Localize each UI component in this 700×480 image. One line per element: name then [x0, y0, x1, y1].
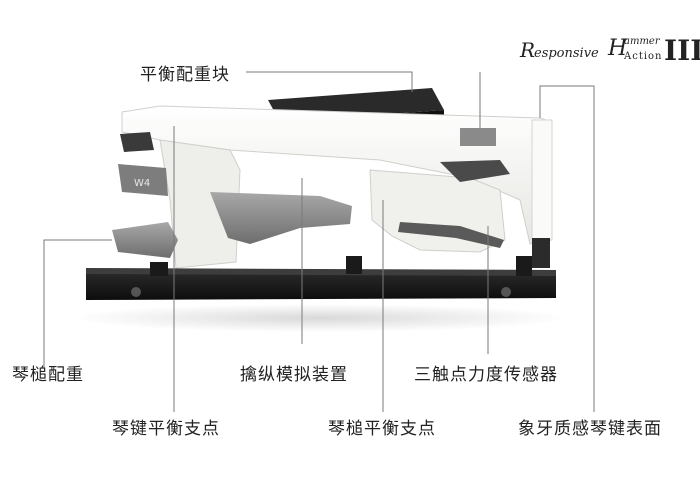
foot-right — [516, 256, 532, 276]
hammer-head-shape — [112, 222, 178, 258]
key-front-plate — [531, 119, 553, 241]
logo-action-text: Action — [624, 51, 663, 62]
leader-counterweight — [246, 71, 413, 92]
label-hammer-fulcrum: 琴槌平衡支点 — [328, 419, 436, 439]
hammer-dark-tip — [120, 132, 154, 152]
leader-ivory-surface — [539, 85, 595, 412]
foot-left — [150, 262, 168, 276]
leader-hammer-counterweight — [43, 239, 112, 368]
logo-hammer-text: ammer — [624, 36, 660, 47]
sensor-block — [460, 128, 496, 146]
logo-roman-numeral: III — [664, 34, 700, 67]
rail-screw-left — [131, 287, 141, 297]
floor-shadow — [70, 304, 570, 332]
label-triple-sensor: 三触点力度传感器 — [414, 365, 558, 385]
foot-mid — [346, 256, 362, 274]
label-escapement-simulator: 擒纵模拟装置 — [240, 365, 348, 385]
weight-block-shape — [118, 164, 168, 196]
label-counterweight-block: 平衡配重块 — [140, 65, 230, 85]
hammer-arm-shape — [210, 192, 352, 244]
sensor-arm — [398, 222, 504, 248]
responsive-hammer-action-logo: R esponsive H ammer Action III — [520, 34, 700, 70]
base-rail — [86, 270, 556, 300]
key-body-frame — [159, 139, 241, 269]
base-rail-top — [86, 268, 556, 276]
rear-linkage — [440, 160, 510, 182]
rail-screw-right — [501, 287, 511, 297]
logo-responsive-text: esponsive — [534, 46, 599, 61]
front-dark-stop — [532, 238, 550, 268]
label-ivory-surface: 象牙质感琴键表面 — [518, 419, 662, 439]
label-key-fulcrum: 琴键平衡支点 — [112, 419, 220, 439]
weight-label-text: W4 — [134, 178, 150, 189]
logo-initial-r: R — [520, 38, 536, 62]
logo-initial-h: H — [608, 36, 628, 61]
leader-lines — [43, 71, 595, 412]
label-hammer-counterweight: 琴槌配重 — [12, 365, 84, 385]
